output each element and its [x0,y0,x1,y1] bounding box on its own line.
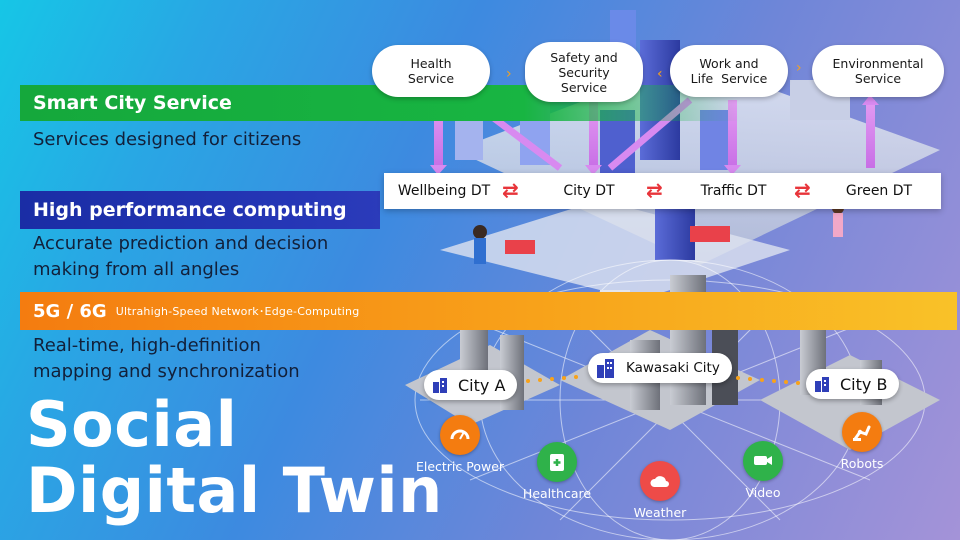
dt-traffic: Traffic DT [700,183,767,199]
service-health-line1: Health [410,56,452,71]
weather-icon [640,461,680,501]
svg-text:›: › [506,66,512,82]
dt-city: City DT [563,183,615,199]
service-safety-line2: Security [558,64,610,80]
healthcare-label: Healthcare [522,486,592,501]
building-icon [597,359,614,378]
hpc-band: High performance computing [20,191,380,229]
main-title: Social Digital Twin [26,392,443,524]
city-a-label: City A [424,370,518,400]
dt-green: Green DT [845,183,913,199]
service-work-line2: Life Service [690,71,768,86]
category-healthcare: Healthcare [512,442,602,501]
smart-city-service-title: Smart City Service [33,92,232,114]
building-icon [433,378,447,393]
electric-power-icon [440,415,480,455]
dt-arrow-1: ⇄ [502,178,519,202]
network-title: 5G / 6G [33,300,107,322]
category-weather: Weather [620,461,700,520]
city-b-name: City B [840,374,888,394]
network-description-line1: Real-time, high-definition [33,335,261,356]
hpc-description-line1: Accurate prediction and decision [33,233,329,254]
category-video: Video [728,441,798,500]
service-health: Health Service [372,45,490,97]
main-title-line1: Social [26,388,238,461]
service-safety-line3: Service [560,79,608,95]
svg-text:›: › [796,60,802,76]
hpc-title: High performance computing [33,199,347,221]
network-band: 5G / 6G Ultrahigh-Speed Network･Edge-Com… [20,292,957,330]
video-label: Video [745,485,781,500]
smart-city-service-description: Services designed for citizens [33,129,302,150]
smart-city-service-band: Smart City Service [20,85,740,121]
service-health-line2: Service [407,71,455,86]
network-subtitle: Ultrahigh-Speed Network･Edge-Computing [115,305,360,318]
service-safety-security: Safety and Security Service [525,42,643,102]
healthcare-icon [537,442,577,482]
weather-label: Weather [633,505,687,520]
service-safety-line1: Safety and [550,49,618,65]
kawasaki-city-label: Kawasaki City [588,353,732,383]
service-environmental-line1: Environmental [832,56,924,71]
dt-arrow-2: ⇄ [646,178,663,202]
hpc-description-line2: making from all angles [33,259,240,280]
service-work-line1: Work and [699,56,759,71]
service-environmental: Environmental Service [812,45,944,97]
robots-label: Robots [840,456,884,471]
network-description-line2: mapping and synchronization [33,361,300,382]
kawasaki-city-name: Kawasaki City [626,360,720,376]
dt-arrow-3: ⇄ [794,178,811,202]
service-environmental-line2: Service [854,71,902,86]
service-work-life: Work and Life Service [670,45,788,97]
electric-power-label: Electric Power [415,459,505,474]
category-robots: Robots [826,412,898,471]
network-description: Real-time, high-definition mapping and s… [33,333,300,385]
city-a-name: City A [458,375,506,395]
robots-icon [842,412,882,452]
video-icon [743,441,783,481]
city-connection-dots [526,375,800,385]
dt-wellbeing: Wellbeing DT [397,183,491,199]
digital-twin-bar: Wellbeing DT ⇄ City DT ⇄ Traffic DT ⇄ Gr… [384,173,941,209]
svg-text:‹: ‹ [657,66,663,82]
category-electric-power: Electric Power [408,415,512,474]
building-icon [815,377,829,392]
hpc-description: Accurate prediction and decision making … [33,231,328,283]
city-b-label: City B [806,369,900,399]
main-title-line2: Digital Twin [26,454,443,527]
